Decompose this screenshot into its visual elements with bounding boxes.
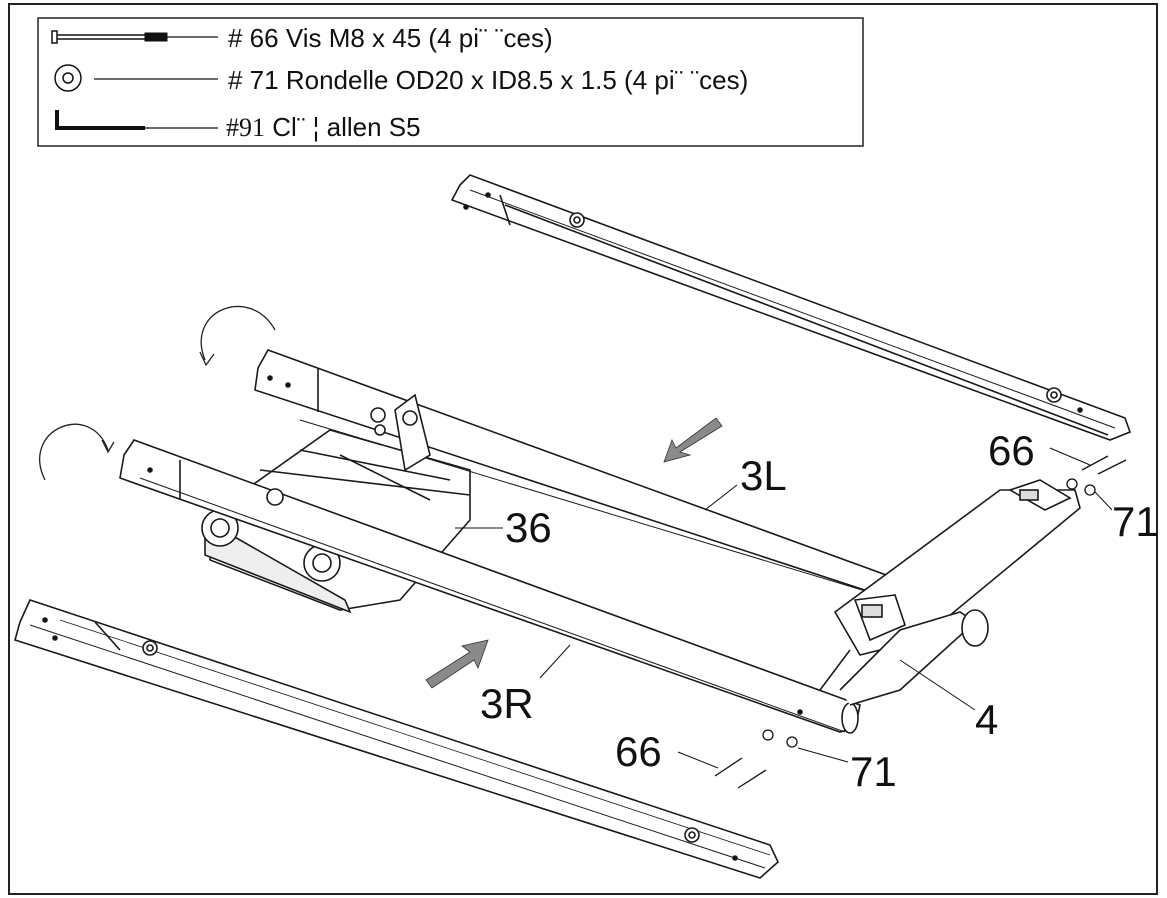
washer-icon <box>54 64 218 92</box>
part-label-36: 36 <box>505 504 552 551</box>
part-label-71-top: 71 <box>1112 498 1159 545</box>
part-label-66-top: 66 <box>988 427 1035 474</box>
rotation-arrow-left <box>39 423 115 481</box>
legend-item-91-number: #91 <box>226 113 265 142</box>
hardware-top-right <box>1049 447 1127 511</box>
part-label-3L: 3L <box>740 452 787 499</box>
rail-top <box>450 174 1132 441</box>
legend-item-91-text: Cl¨ ¦ allen S5 <box>265 112 421 142</box>
part-label-3R: 3R <box>480 680 534 727</box>
part-label-71-bottom: 71 <box>850 748 897 795</box>
legend-item-71: # 71 Rondelle OD20 x ID8.5 x 1.5 (4 pi¨ … <box>228 65 748 95</box>
direction-arrow-up <box>425 639 489 689</box>
rail-3L <box>254 349 901 602</box>
hardware-bottom <box>677 729 849 789</box>
screw-icon <box>51 30 218 44</box>
rail-bottom <box>14 599 779 879</box>
rail-3R <box>119 439 861 734</box>
legend-item-91: #91 Cl¨ ¦ allen S5 <box>226 112 421 142</box>
frame-4 <box>819 479 1081 706</box>
legend-item-71-number: # 71 <box>228 65 279 95</box>
outer-frame <box>8 3 1158 895</box>
leader-lines <box>455 484 976 711</box>
legend-item-66: # 66 Vis M8 x 45 (4 pi¨ ¨ces) <box>228 23 553 53</box>
legend-item-66-number: # 66 <box>228 23 279 53</box>
legend-item-66-text: Vis M8 x 45 (4 pi¨ ¨ces) <box>279 23 553 53</box>
legend-item-71-text: Rondelle OD20 x ID8.5 x 1.5 (4 pi¨ ¨ces) <box>279 65 749 95</box>
part-label-4: 4 <box>975 696 998 743</box>
rotation-arrow-top <box>199 305 276 367</box>
hardware-legend: # 66 Vis M8 x 45 (4 pi¨ ¨ces) # 71 Ronde… <box>37 17 864 147</box>
allen-key-icon <box>55 110 218 130</box>
part-label-66-bottom: 66 <box>615 728 662 775</box>
direction-arrow-down <box>663 417 723 463</box>
